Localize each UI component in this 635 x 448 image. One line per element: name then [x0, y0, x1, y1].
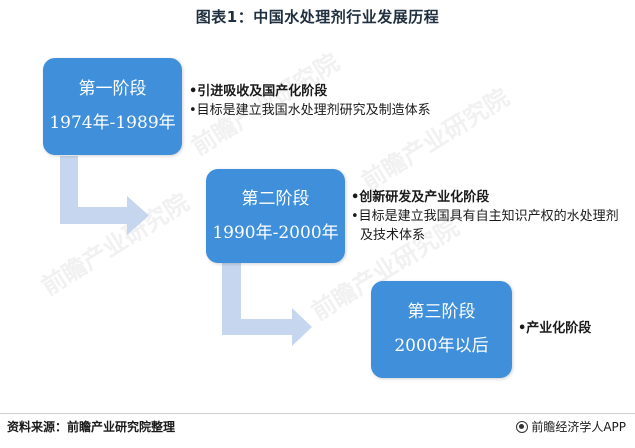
arrow-stage1-to-stage2 — [60, 156, 149, 235]
stage-period: 1990年-2000年 — [212, 222, 339, 243]
footer-divider — [0, 413, 635, 414]
stage-box-2: 第二阶段 1990年-2000年 — [206, 169, 345, 263]
stage-description-3: •产业化阶段 — [518, 319, 591, 338]
stage-box-3: 第三阶段 2000年以后 — [371, 281, 512, 378]
stage-period: 1974年-1989年 — [49, 113, 176, 133]
source-note: 资料来源：前瞻产业研究院整理 — [7, 420, 176, 434]
stage-heading: •产业化阶段 — [518, 321, 592, 336]
brand-mark: 前瞻经济学人APP — [516, 418, 626, 435]
chart-title: 图表1：中国水处理剂行业发展历程 — [195, 8, 440, 26]
qianzhan-logo-icon — [516, 420, 529, 433]
arrow-stage2-to-stage3 — [222, 263, 312, 346]
stage-period: 2000年以后 — [394, 336, 489, 356]
brand-name: 前瞻经济学人APP — [531, 420, 626, 434]
stage-name: 第一阶段 — [78, 79, 147, 99]
stage-description-1: •引进吸收及国产化阶段 •目标是建立我国水处理剂研究及制造体系 — [189, 82, 431, 120]
stage-name: 第二阶段 — [241, 188, 310, 209]
stage-name: 第三阶段 — [407, 302, 476, 322]
stage-detail: •目标是建立我国水处理剂研究及制造体系 — [189, 103, 431, 118]
stage-heading: •创新研发及产业化阶段 — [351, 190, 490, 205]
stage-description-2: •创新研发及产业化阶段 •目标是建立我国具有自主知识产权的水处理剂及技术体系 — [351, 188, 621, 245]
stage-heading: •引进吸收及国产化阶段 — [189, 84, 328, 99]
stage-detail: •目标是建立我国具有自主知识产权的水处理剂及技术体系 — [351, 209, 619, 243]
stage-box-1: 第一阶段 1974年-1989年 — [43, 58, 182, 155]
